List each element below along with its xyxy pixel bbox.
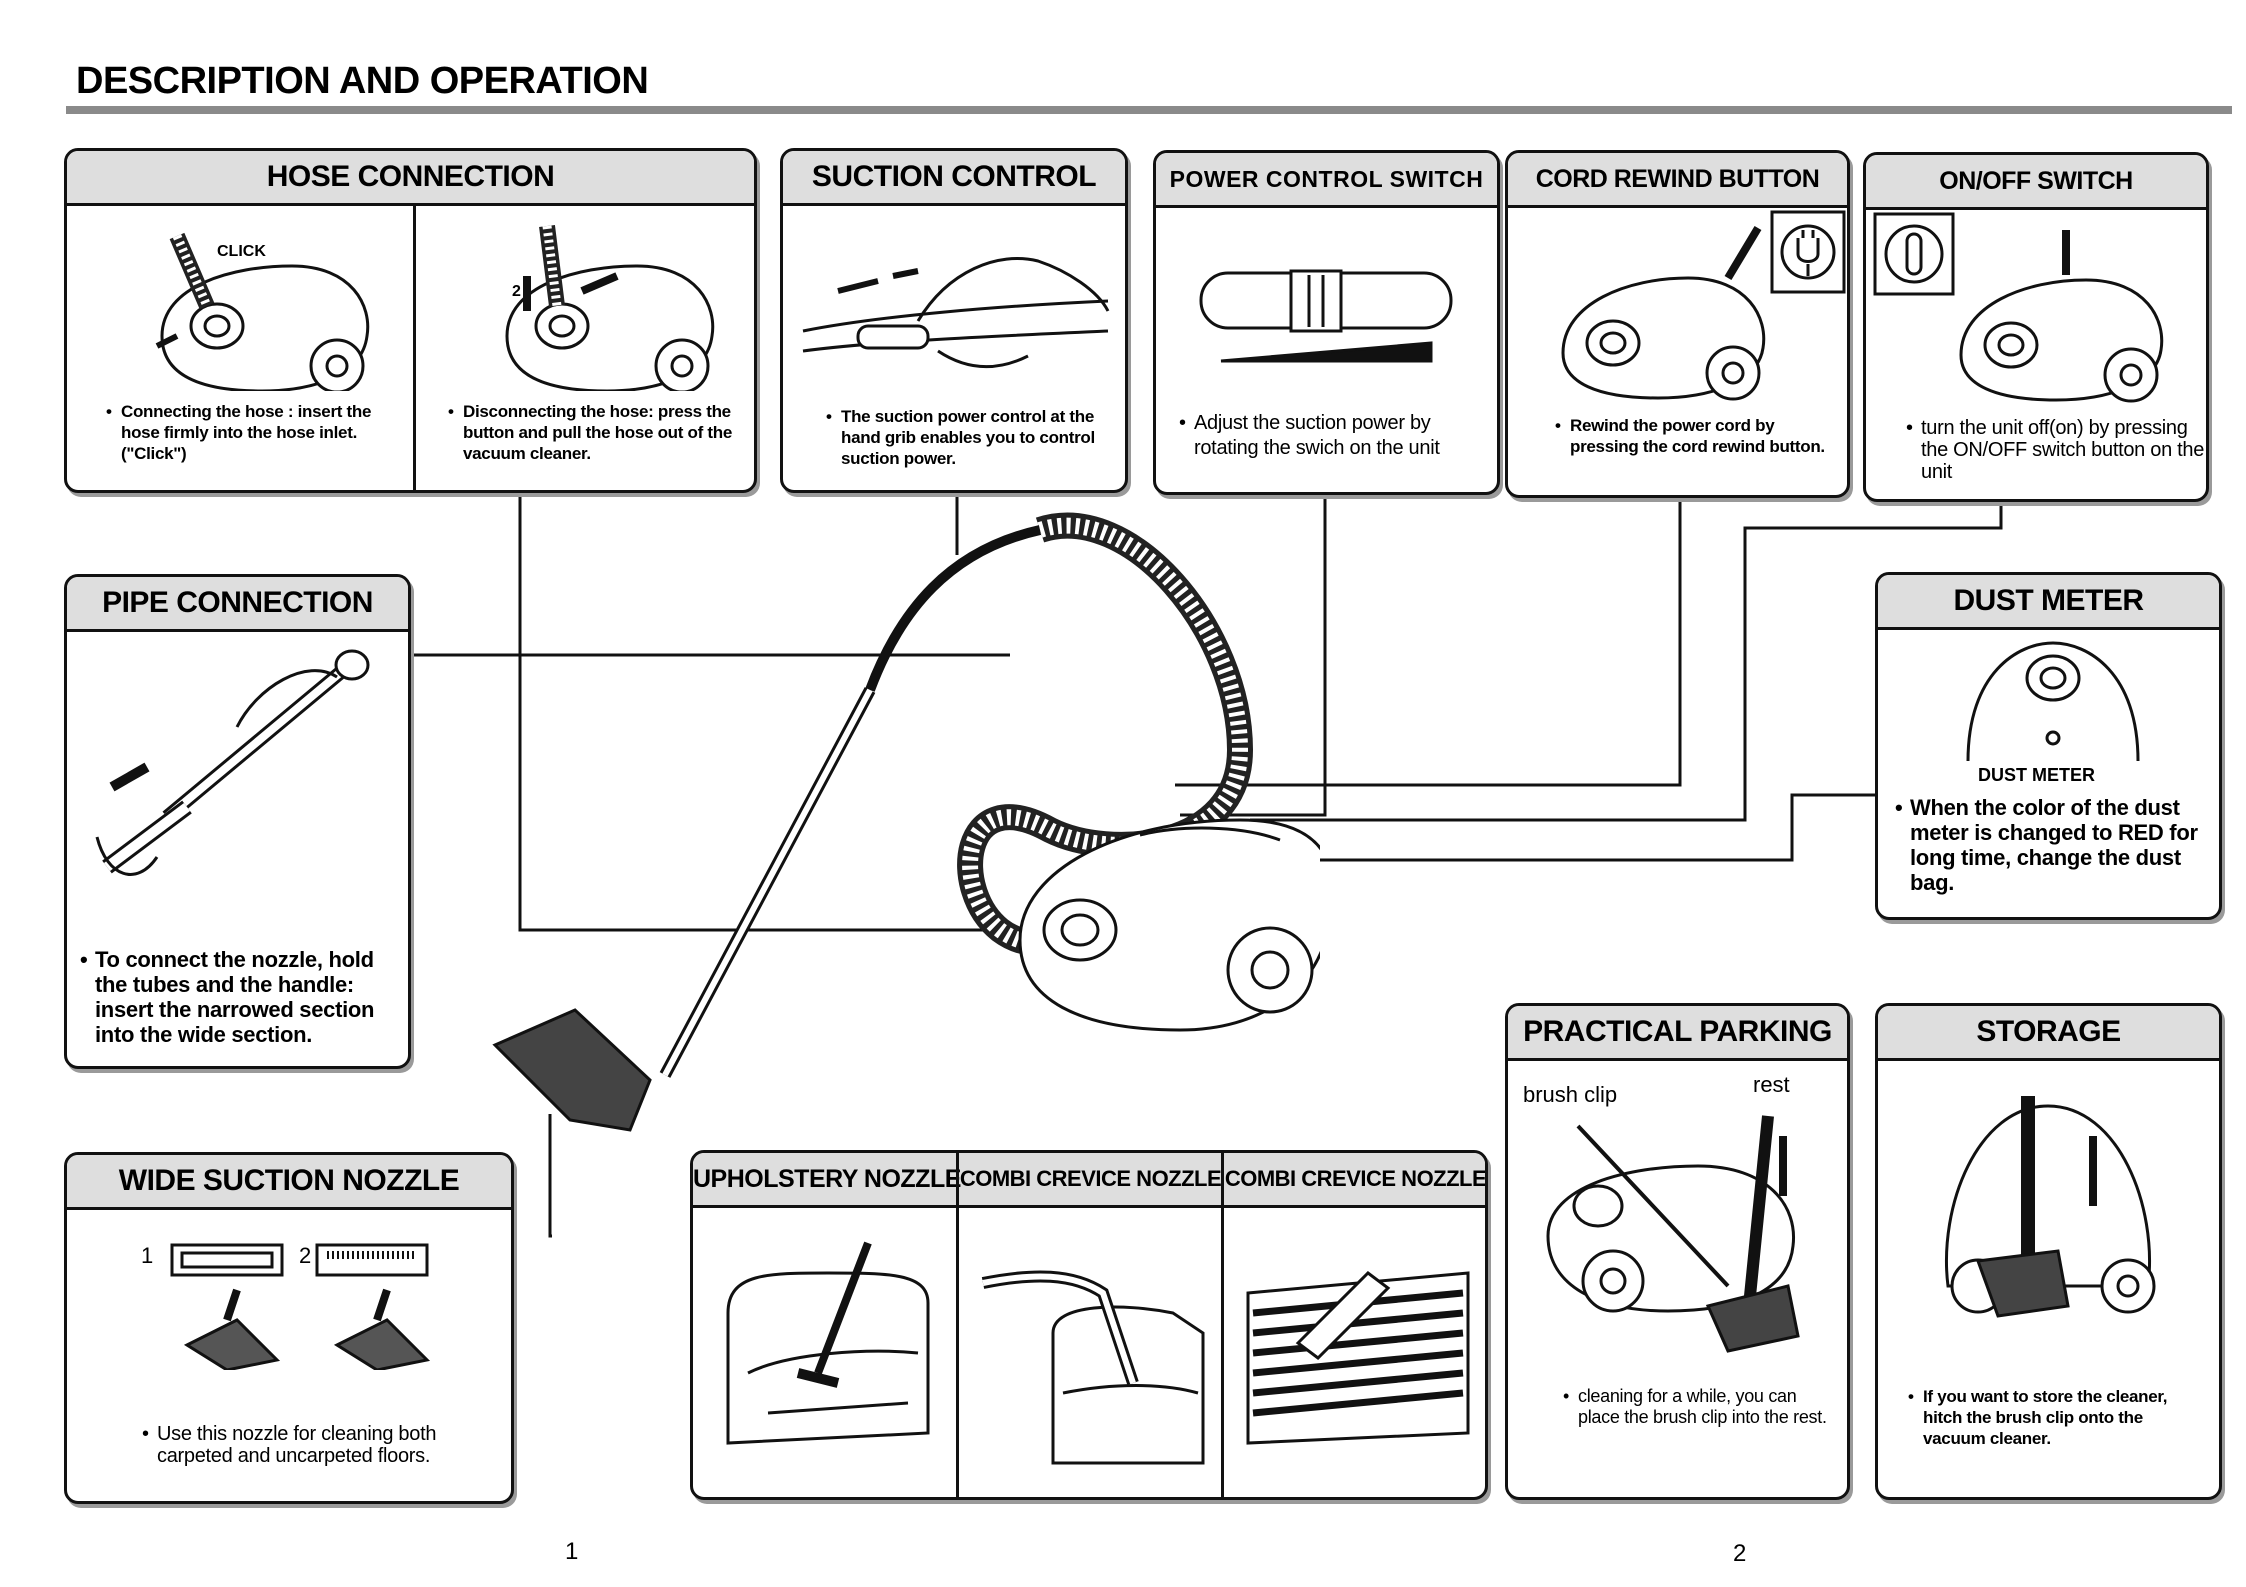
parking-icon	[1546, 1115, 1800, 1353]
cord-rewind-caption: Rewind the power cord by pressing the co…	[1555, 415, 1840, 457]
vacuum-cleaner-icon	[492, 512, 1320, 1132]
hose-connection-title: HOSE CONNECTION	[67, 151, 754, 206]
click-label: CLICK	[217, 243, 266, 260]
dust-meter-caption: When the color of the dust meter is chan…	[1895, 795, 2215, 895]
power-slider-icon	[1199, 269, 1453, 363]
suction-control-caption: The suction power control at the hand gr…	[826, 406, 1101, 469]
power-control-panel: POWER CONTROL SWITCH Adjust the suction …	[1153, 150, 1500, 495]
hose-insert-icon: CLICK	[155, 232, 370, 391]
pipe-connection-title: PIPE CONNECTION	[67, 577, 408, 632]
hose-disconnect-caption: Disconnecting the hose: press the button…	[448, 401, 733, 464]
dust-meter-icon	[1966, 641, 2140, 762]
panel-divider	[956, 1153, 959, 1497]
practical-parking-title: PRACTICAL PARKING	[1508, 1006, 1847, 1061]
practical-parking-panel: PRACTICAL PARKING brush clip rest cleani…	[1505, 1003, 1850, 1500]
dust-meter-title: DUST METER	[1878, 575, 2219, 630]
power-icon	[1873, 212, 1955, 296]
onoff-switch-caption: turn the unit off(on) by pressing the ON…	[1906, 417, 2206, 483]
brush-setting-icon	[170, 1243, 431, 1370]
wide-suction-nozzle-caption: Use this nozzle for cleaning both carpet…	[142, 1423, 457, 1467]
upholstery-nozzle-title: UPHOLSTERY NOZZLE	[693, 1165, 961, 1193]
power-control-caption: Adjust the suction power by rotating the…	[1179, 411, 1494, 461]
wide-suction-nozzle-panel: WIDE SUCTION NOZZLE 1 2 Use this nozzle …	[64, 1152, 514, 1504]
suction-control-title: SUCTION CONTROL	[783, 151, 1125, 206]
nozzle-option-2-number: 2	[299, 1243, 312, 1268]
hose-connection-panel: HOSE CONNECTION CLICK 2 Connecting the h…	[64, 148, 757, 493]
cord-rewind-title: CORD REWIND BUTTON	[1508, 153, 1847, 208]
panel-divider	[413, 203, 416, 490]
combi-crevice-nozzle-title-1: COMBI CREVICE NOZZLE	[959, 1166, 1222, 1191]
power-control-title: POWER CONTROL SWITCH	[1156, 153, 1497, 208]
page-number-right: 2	[1733, 1540, 1747, 1567]
cord-rewind-panel: CORD REWIND BUTTON Rewind the power cord…	[1505, 150, 1850, 498]
hand-grip-icon	[802, 257, 1110, 369]
onoff-switch-title: ON/OFF SWITCH	[1866, 155, 2206, 210]
onoff-switch-panel: ON/OFF SWITCH turn the unit off(on) by p…	[1863, 152, 2209, 502]
vacuum-cleaner-icon	[1561, 225, 1766, 401]
page-title: DESCRIPTION AND OPERATION	[76, 60, 649, 102]
hose-connect-caption: Connecting the hose : insert the hose fi…	[106, 401, 391, 464]
storage-icon	[1945, 1096, 2156, 1318]
brush-clip-label: brush clip	[1523, 1082, 1618, 1107]
plug-icon	[1770, 210, 1846, 294]
dust-meter-label: DUST METER	[1978, 765, 2095, 785]
rest-label: rest	[1753, 1072, 1790, 1097]
pipe-connection-panel: PIPE CONNECTION To connect the nozzle, h…	[64, 574, 411, 1069]
storage-title: STORAGE	[1878, 1006, 2219, 1061]
wide-suction-nozzle-title: WIDE SUCTION NOZZLE	[67, 1155, 511, 1210]
panel-divider	[1221, 1153, 1224, 1497]
dust-meter-panel: DUST METER DUST METER When the color of …	[1875, 572, 2222, 920]
step-label: 2	[512, 283, 521, 300]
page-number-left: 1	[565, 1538, 579, 1565]
nozzle-option-1-number: 1	[141, 1243, 154, 1268]
sofa-crevice-icon	[981, 1270, 1205, 1465]
pipe-connect-icon	[95, 649, 370, 876]
carpet-icon	[1246, 1271, 1470, 1445]
suction-control-panel: SUCTION CONTROL The suction power contro…	[780, 148, 1128, 493]
sofa-icon	[726, 1241, 930, 1445]
title-divider	[66, 106, 2232, 114]
storage-caption: If you want to store the cleaner, hitch …	[1908, 1386, 2208, 1449]
vacuum-cleaner-icon	[1959, 230, 2164, 403]
practical-parking-caption: cleaning for a while, you can place the …	[1563, 1386, 1838, 1428]
pipe-connection-caption: To connect the nozzle, hold the tubes an…	[80, 947, 395, 1047]
storage-panel: STORAGE If you want to store the cleaner…	[1875, 1003, 2222, 1500]
hose-remove-icon: 2	[505, 225, 715, 391]
combi-crevice-nozzle-title-2: COMBI CREVICE NOZZLE	[1224, 1166, 1487, 1191]
nozzle-types-panel: UPHOLSTERY NOZZLE COMBI CREVICE NOZZLE C…	[690, 1150, 1488, 1500]
